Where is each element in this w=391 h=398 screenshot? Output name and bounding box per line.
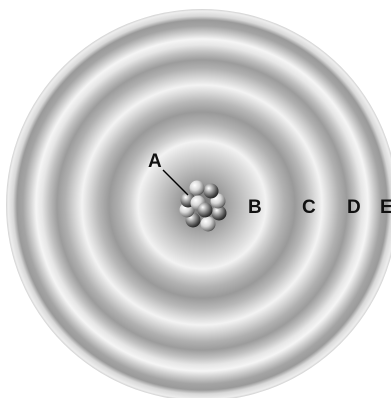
label-d: D xyxy=(347,197,361,218)
label-e: E xyxy=(380,197,391,218)
nucleon-particle xyxy=(190,181,205,196)
nucleon-particle xyxy=(204,184,219,199)
nucleon-particle xyxy=(198,203,213,218)
label-a: A xyxy=(148,151,162,172)
label-c: C xyxy=(302,197,316,218)
label-b: B xyxy=(248,197,262,218)
nucleon-particle xyxy=(201,217,216,232)
